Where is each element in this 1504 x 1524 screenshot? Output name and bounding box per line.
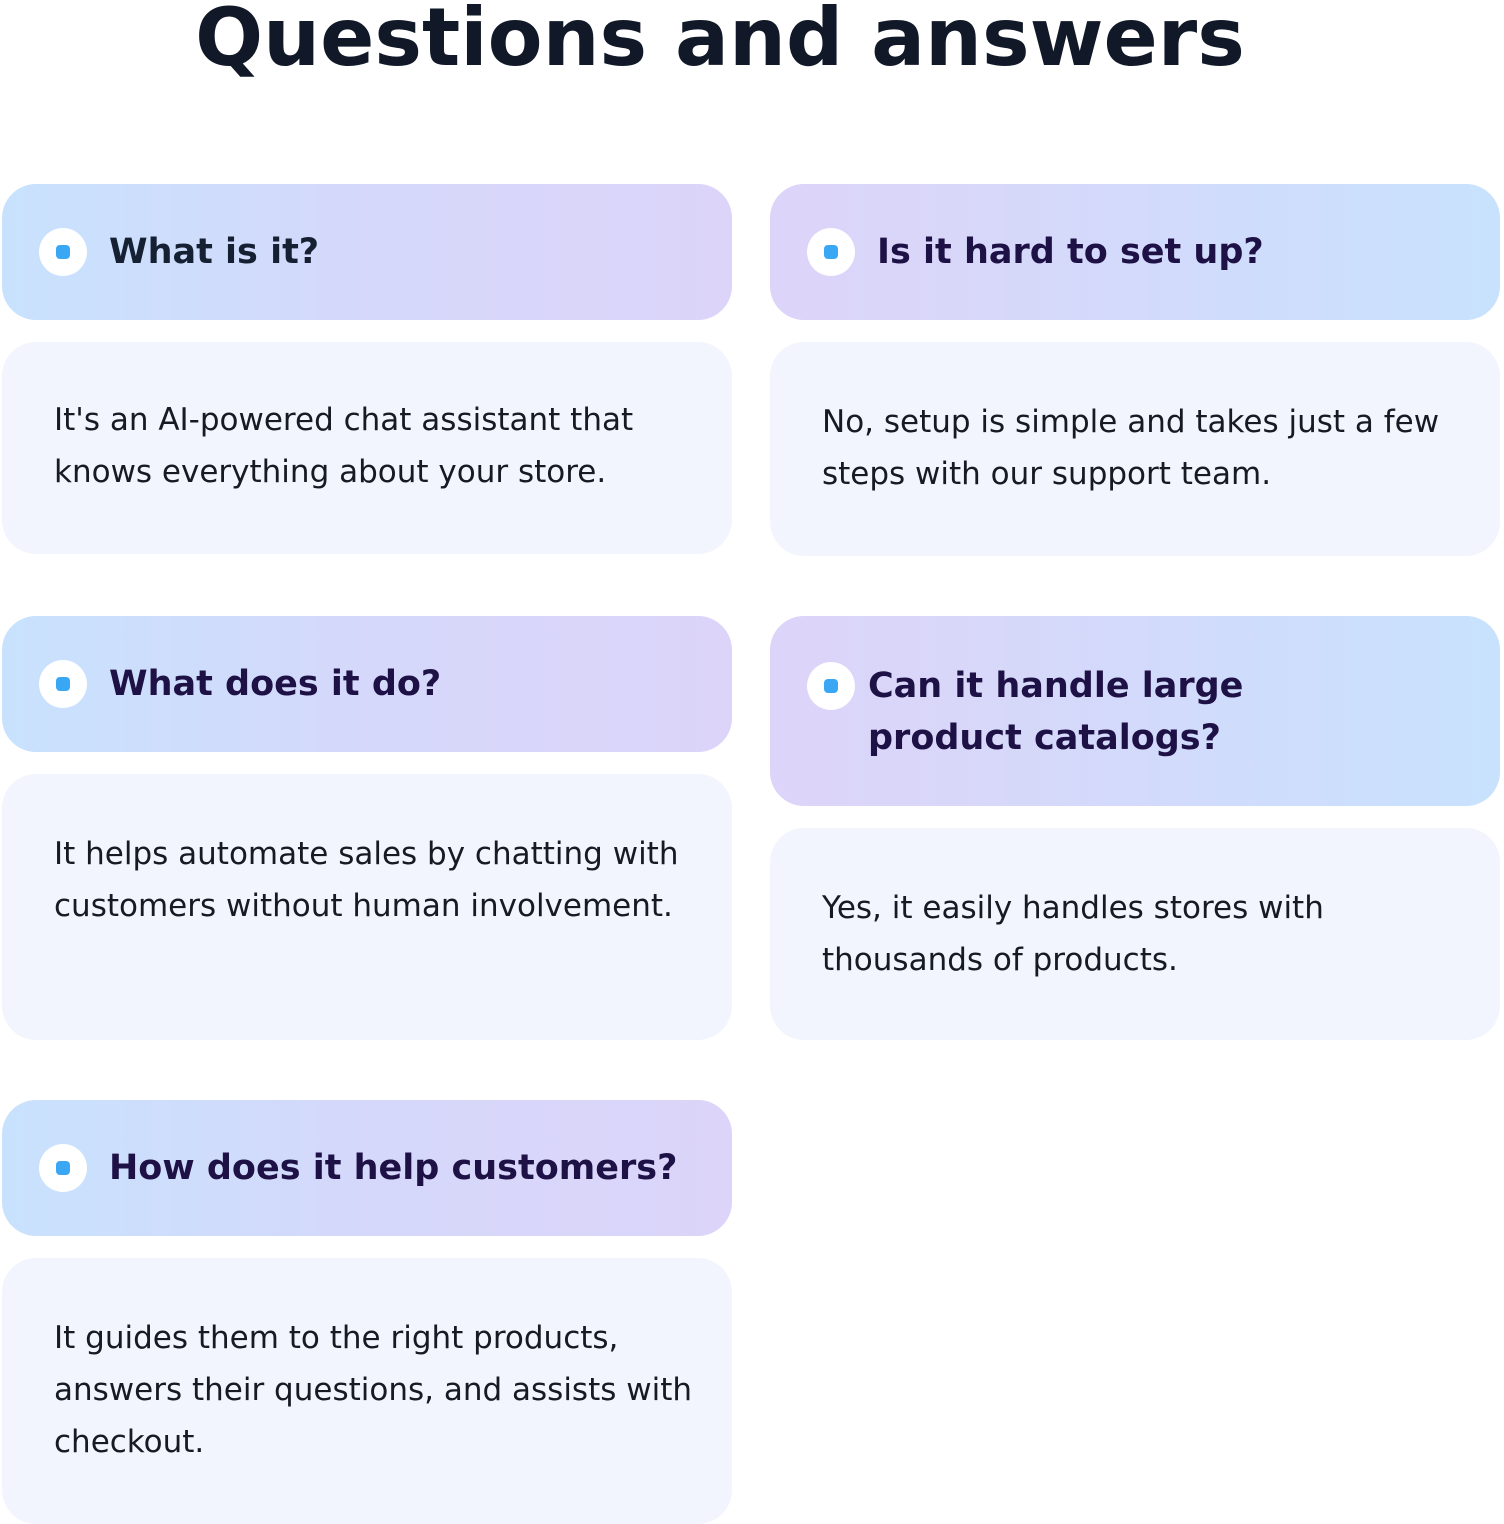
faq-answer-card: No, setup is simple and takes just a few… [770,342,1500,556]
dot-bullet-icon [39,228,87,276]
faq-answer-text: No, setup is simple and takes just a few… [822,404,1440,492]
faq-question-card[interactable]: What is it? [2,184,732,320]
dot-bullet-icon [807,662,855,710]
page-title: Questions and answers [195,0,1245,84]
faq-question-card[interactable]: How does it help customers? [2,1100,732,1236]
dot-bullet-icon [807,228,855,276]
dot-bullet-icon [39,660,87,708]
faq-question-text: Can it handle large product catalogs? [868,666,1244,758]
dot-bullet-icon [39,1144,87,1192]
faq-question-card[interactable]: Is it hard to set up? [770,184,1500,320]
faq-answer-text: Yes, it easily handles stores with thous… [822,890,1324,978]
faq-item-what-is-it: What is it? It's an AI-powered chat assi… [2,184,732,554]
faq-item-is-it-hard-to-set-up: Is it hard to set up? No, setup is simpl… [770,184,1500,556]
faq-item-what-does-it-do: What does it do? It helps automate sales… [2,616,732,1040]
faq-answer-text: It's an AI-powered chat assistant that k… [54,402,634,490]
faq-answer-card: It guides them to the right products, an… [2,1258,732,1524]
faq-answer-text: It guides them to the right products, an… [54,1320,693,1460]
faq-answer-card: It helps automate sales by chatting with… [2,774,732,1040]
faq-question-text: What is it? [109,232,320,272]
faq-item-how-does-it-help-customers: How does it help customers? It guides th… [2,1100,732,1524]
faq-answer-card: It's an AI-powered chat assistant that k… [2,342,732,554]
faq-question-text: Is it hard to set up? [877,232,1264,272]
faq-question-text: What does it do? [109,664,442,704]
faq-answer-text: It helps automate sales by chatting with… [54,836,679,924]
faq-answer-card: Yes, it easily handles stores with thous… [770,828,1500,1040]
faq-question-card[interactable]: Can it handle large product catalogs? [770,616,1500,806]
faq-question-text: How does it help customers? [109,1148,678,1188]
faq-item-large-catalogs: Can it handle large product catalogs? Ye… [770,616,1500,1040]
faq-question-card[interactable]: What does it do? [2,616,732,752]
